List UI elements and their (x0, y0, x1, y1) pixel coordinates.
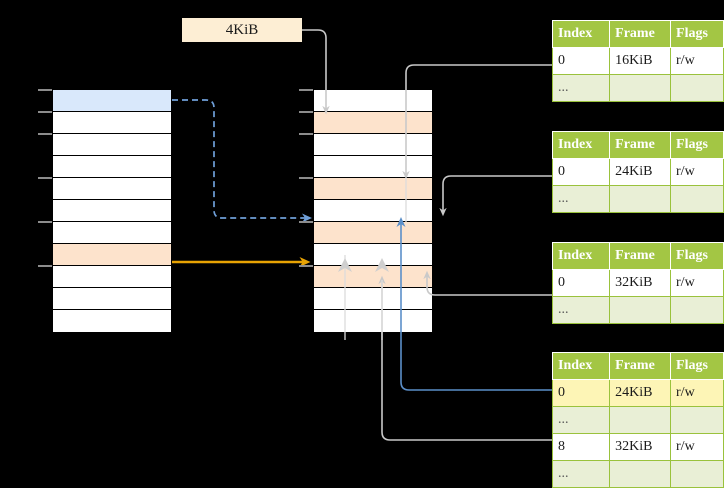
page-table-3-cell: ... (551, 296, 611, 324)
page-table-2-cell: ... (551, 185, 611, 213)
page-table-4-cell (670, 406, 724, 434)
page-table-4-cell: 32KiB (609, 433, 672, 461)
page-table-1-header-frame: Frame (609, 20, 672, 48)
page-table-4-cell (609, 460, 672, 488)
physical-memory-row (314, 90, 432, 112)
physical-memory-row (314, 178, 432, 200)
physical-memory-row (314, 112, 432, 134)
ruler-tick (299, 89, 313, 91)
page-table-4-header-flags: Flags (670, 352, 724, 380)
page-table-4-cell: 8 (551, 433, 611, 461)
page-table-1-header-flags: Flags (670, 20, 724, 48)
page-table-4-cell: ... (551, 406, 611, 434)
page-table-2-header-frame: Frame (609, 131, 672, 159)
page-table-2-cell (670, 185, 724, 213)
page-table-4-cell: r/w (670, 379, 724, 407)
page-table-4-cell: 0 (551, 379, 611, 407)
page-table-3-cell (670, 296, 724, 324)
physical-memory-row (314, 156, 432, 178)
ruler-tick (299, 177, 313, 179)
ruler-tick (38, 111, 52, 113)
physical-memory-row (314, 266, 432, 288)
page-table-4-cell: 24KiB (609, 379, 672, 407)
page-table-4-row: ... (551, 406, 724, 434)
page-table-1-row: ... (551, 74, 724, 102)
virtual-address-space-row (53, 90, 171, 112)
physical-memory-column (313, 89, 433, 332)
ruler-tick (38, 221, 52, 223)
physical-memory-row (314, 288, 432, 310)
ruler-tick (38, 89, 52, 91)
page-table-1-cell: 16KiB (609, 47, 672, 75)
physical-memory-row (314, 200, 432, 222)
page-table-4-cell (670, 460, 724, 488)
page-table-3-cell (609, 296, 672, 324)
page-table-1-header-index: Index (551, 20, 611, 48)
physical-memory-row (314, 310, 432, 332)
ruler-tick (299, 133, 313, 135)
page-table-1-cell: ... (551, 74, 611, 102)
physical-memory-row (314, 244, 432, 266)
page-table-2-cell: 24KiB (609, 158, 672, 186)
page-size-label: 4KiB (182, 18, 302, 42)
page-table-3-header-index: Index (551, 242, 611, 270)
page-table-4-row: ... (551, 460, 724, 488)
page-table-2-row: ... (551, 185, 724, 213)
page-table-3-row: ... (551, 296, 724, 324)
page-table-4-cell (609, 406, 672, 434)
page-table-2-cell (609, 185, 672, 213)
page-table-2-cell: r/w (670, 158, 724, 186)
page-table-3-header-flags: Flags (670, 242, 724, 270)
virtual-address-space-row (53, 266, 171, 288)
page-table-4-cell: ... (551, 460, 611, 488)
page-table-2-cell: 0 (551, 158, 611, 186)
virtual-address-space-row (53, 200, 171, 222)
physical-memory-row (314, 222, 432, 244)
page-table-1-cell: 0 (551, 47, 611, 75)
virtual-address-space-row (53, 310, 171, 332)
virtual-address-space-row (53, 134, 171, 156)
virtual-address-space-row (53, 178, 171, 200)
virtual-address-space-column (52, 89, 172, 332)
page-table-4-cell: r/w (670, 433, 724, 461)
page-table-2-header-index: Index (551, 131, 611, 159)
ruler-tick (38, 265, 52, 267)
page-table-1-cell: r/w (670, 47, 724, 75)
page-table-3-cell: r/w (670, 269, 724, 297)
ruler-tick (299, 111, 313, 113)
page-table-3-header-frame: Frame (609, 242, 672, 270)
page-table-4-header-index: Index (551, 352, 611, 380)
page-table-2-header-flags: Flags (670, 131, 724, 159)
page-table-3-cell: 32KiB (609, 269, 672, 297)
ruler-tick (299, 265, 313, 267)
page-table-1-cell (609, 74, 672, 102)
virtual-address-space-row (53, 112, 171, 134)
page-table-4-header-frame: Frame (609, 352, 672, 380)
ruler-tick (38, 133, 52, 135)
ruler-tick (38, 177, 52, 179)
ruler-tick (299, 221, 313, 223)
virtual-address-space-row (53, 288, 171, 310)
virtual-address-space-row (53, 244, 171, 266)
virtual-address-space-row (53, 222, 171, 244)
page-table-3-cell: 0 (551, 269, 611, 297)
page-table-1-cell (670, 74, 724, 102)
physical-memory-row (314, 134, 432, 156)
virtual-address-space-row (53, 156, 171, 178)
